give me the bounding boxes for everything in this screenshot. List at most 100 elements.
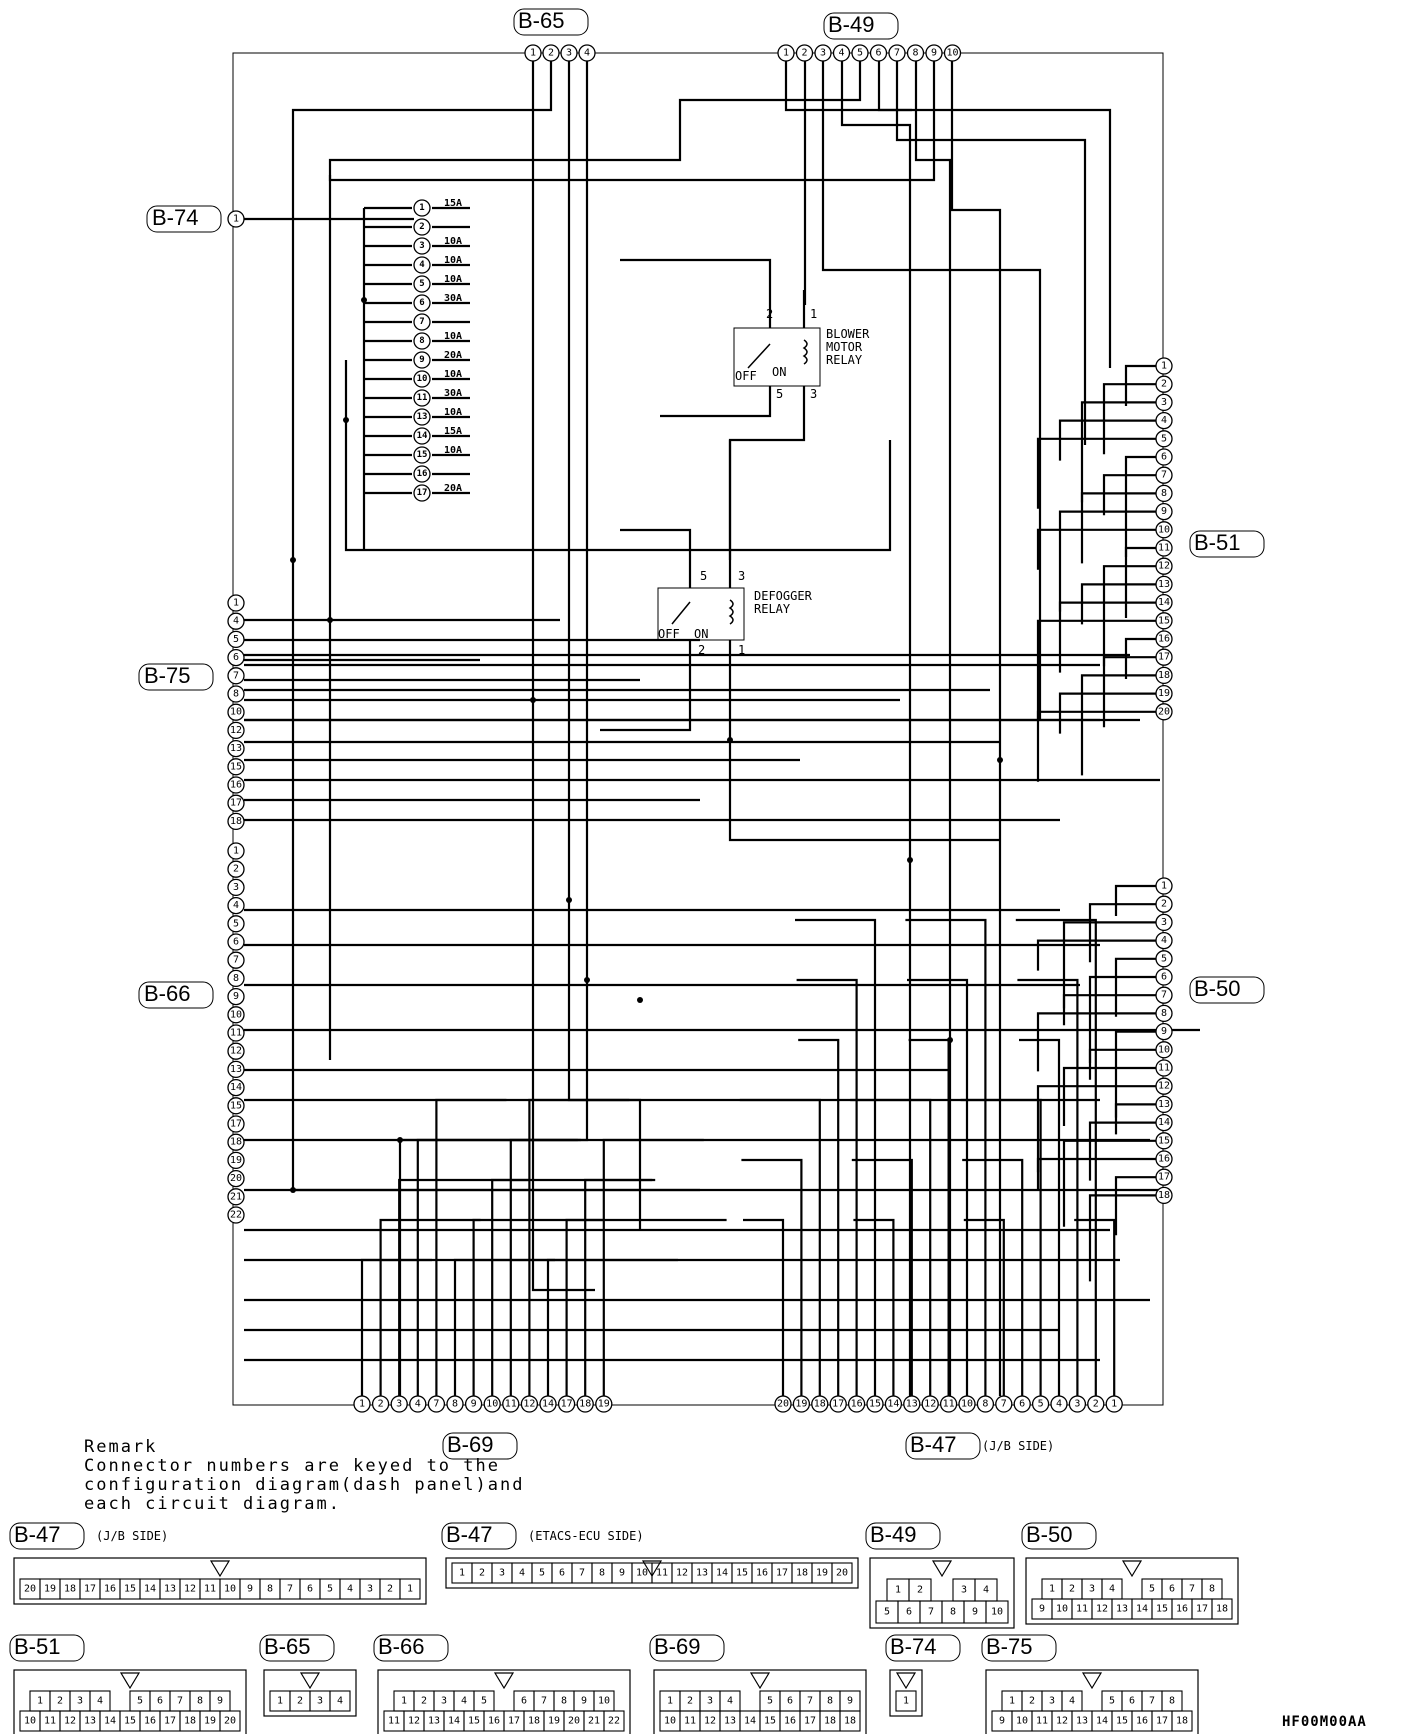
svg-text:7: 7 (541, 1696, 547, 1707)
svg-text:6: 6 (233, 937, 239, 948)
svg-text:4: 4 (419, 260, 425, 270)
b51-pin: 8 (1155, 484, 1173, 503)
svg-text:RELAY: RELAY (826, 353, 863, 367)
b47-pin: 16 (847, 1395, 866, 1413)
b47-pin: 6 (1013, 1395, 1031, 1413)
svg-text:9: 9 (419, 355, 424, 365)
svg-text:14: 14 (1158, 1117, 1170, 1128)
b69-pin: 7 (427, 1395, 446, 1413)
wiring-traces (244, 61, 1200, 1396)
b66-pin: 11 (227, 1024, 245, 1042)
svg-text:8: 8 (982, 1399, 988, 1410)
svg-text:1: 1 (233, 214, 239, 225)
svg-text:16: 16 (488, 1716, 500, 1727)
b75-pin: 10 (227, 703, 245, 721)
svg-text:3: 3 (566, 48, 572, 59)
b66-pin: 2 (227, 860, 245, 878)
svg-text:B-69: B-69 (447, 1432, 493, 1457)
svg-text:18: 18 (1216, 1604, 1228, 1615)
b75-pin: 12 (227, 721, 245, 740)
b47-pin: 17 (829, 1395, 847, 1413)
connector-b47-label: B-47 (J/B SIDE) (905, 1432, 1054, 1460)
svg-text:5: 5 (1038, 1399, 1044, 1410)
b51-pin: 1 (1155, 357, 1173, 375)
svg-text:17: 17 (832, 1399, 844, 1410)
svg-text:11: 11 (1158, 543, 1170, 554)
b49-pin: 6 (869, 44, 888, 62)
svg-text:18: 18 (824, 1716, 836, 1727)
b47-pin: 1 (1105, 1395, 1123, 1413)
svg-text:14: 14 (542, 1399, 554, 1410)
b50-pin: 6 (1155, 968, 1173, 986)
connector-b69-label: B-69 (442, 1432, 518, 1460)
svg-text:5: 5 (767, 1696, 773, 1707)
b69-pin: 4 (409, 1395, 427, 1413)
svg-text:B-47: B-47 (910, 1432, 956, 1457)
b50-pin: 13 (1155, 1095, 1173, 1114)
svg-text:14: 14 (1158, 597, 1170, 608)
svg-text:9: 9 (999, 1716, 1005, 1727)
svg-text:10: 10 (230, 707, 242, 718)
svg-text:OFF: OFF (658, 627, 680, 641)
svg-text:18: 18 (1158, 1190, 1170, 1201)
b50-pin: 8 (1155, 1004, 1173, 1023)
svg-text:10: 10 (664, 1716, 676, 1727)
svg-text:1: 1 (810, 307, 817, 321)
b47-pin: 15 (866, 1395, 884, 1413)
svg-text:21: 21 (230, 1191, 242, 1202)
b75-pin: 15 (227, 758, 245, 776)
b65-pin: 1 (524, 44, 542, 62)
svg-text:6: 6 (1169, 1584, 1175, 1595)
svg-text:B-66: B-66 (378, 1634, 424, 1659)
svg-text:2: 2 (766, 307, 773, 321)
svg-text:9: 9 (1161, 1026, 1167, 1037)
b51-pin: 16 (1155, 630, 1173, 648)
svg-text:6: 6 (157, 1696, 163, 1707)
b51-pin: 11 (1155, 539, 1173, 557)
b75-pin: 16 (227, 776, 245, 794)
svg-text:7: 7 (1189, 1584, 1195, 1595)
svg-text:8: 8 (561, 1696, 567, 1707)
b69-pin: 1 (353, 1395, 371, 1413)
svg-text:10A: 10A (444, 445, 462, 456)
svg-text:Connector numbers are keyed to: Connector numbers are keyed to the (84, 1456, 500, 1476)
svg-text:4: 4 (415, 1399, 421, 1410)
svg-text:18: 18 (230, 816, 242, 827)
svg-text:10: 10 (1056, 1604, 1068, 1615)
svg-text:4: 4 (337, 1696, 343, 1707)
b51-pin: 6 (1155, 448, 1173, 466)
svg-text:1: 1 (401, 1696, 407, 1707)
svg-text:5: 5 (327, 1584, 333, 1595)
b66-pin: 20 (227, 1169, 245, 1188)
svg-text:14: 14 (448, 1716, 460, 1727)
b66-pin: 6 (227, 933, 245, 951)
svg-text:14: 14 (104, 1716, 116, 1727)
svg-text:14: 14 (417, 431, 428, 441)
b66-pin: 7 (227, 951, 245, 969)
b47-side-note: (J/B SIDE) (982, 1439, 1054, 1453)
b75-pin: 1 (227, 594, 245, 612)
b49-pin: 7 (888, 44, 906, 62)
blower-motor-relay: 2 1 5 3 OFF ON BLOWER MOTOR RELAY (733, 307, 870, 404)
svg-text:17: 17 (164, 1716, 176, 1727)
svg-text:3: 3 (1089, 1584, 1095, 1595)
svg-text:16: 16 (144, 1716, 156, 1727)
svg-text:B-47: B-47 (14, 1522, 60, 1547)
svg-text:18: 18 (814, 1399, 826, 1410)
b47-pin: 20 (774, 1395, 792, 1413)
svg-text:12: 12 (1158, 1081, 1170, 1092)
svg-text:14: 14 (716, 1568, 728, 1579)
svg-text:10: 10 (486, 1399, 498, 1410)
svg-text:17: 17 (1158, 652, 1170, 663)
svg-text:8: 8 (233, 689, 239, 700)
svg-text:9: 9 (619, 1568, 625, 1579)
svg-text:12: 12 (230, 1046, 242, 1057)
b75-pin: 13 (227, 739, 245, 758)
